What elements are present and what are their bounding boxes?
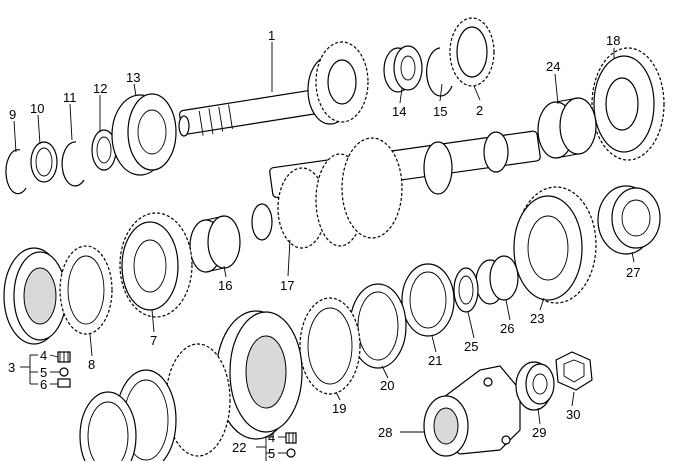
needle-bearing-26[interactable] bbox=[475, 255, 519, 305]
label-part-10: 10 bbox=[30, 101, 44, 116]
label-part-21: 21 bbox=[428, 353, 442, 368]
synchro-ring-19[interactable] bbox=[299, 297, 361, 395]
spring-4[interactable] bbox=[57, 351, 71, 363]
label-part-16: 16 bbox=[218, 278, 232, 293]
collar-nut-29[interactable] bbox=[515, 361, 555, 411]
label-part-11: 11 bbox=[63, 90, 77, 105]
label-part-22: 22 bbox=[232, 440, 246, 455]
ball-5-lower[interactable] bbox=[286, 448, 296, 458]
label-part-4-lower: 4 bbox=[268, 430, 275, 445]
ball-bearing-13[interactable] bbox=[111, 93, 177, 176]
circlip-9[interactable] bbox=[5, 149, 27, 195]
gear-23[interactable] bbox=[513, 186, 597, 304]
label-part-8: 8 bbox=[88, 357, 95, 372]
synchro-hub-3[interactable] bbox=[3, 247, 67, 345]
needle-bearing-16[interactable] bbox=[189, 215, 241, 273]
circlip-11[interactable] bbox=[61, 141, 85, 187]
label-part-2: 2 bbox=[476, 103, 483, 118]
ring-10[interactable] bbox=[30, 141, 58, 183]
label-part-18: 18 bbox=[606, 33, 620, 48]
synchro-ring-21[interactable] bbox=[401, 263, 455, 337]
circlip-15[interactable] bbox=[426, 47, 453, 97]
label-part-27: 27 bbox=[626, 265, 640, 280]
label-part-29: 29 bbox=[532, 425, 546, 440]
input-shaft[interactable] bbox=[178, 41, 369, 137]
synchro-ring-lower[interactable] bbox=[165, 343, 231, 457]
label-part-20: 20 bbox=[380, 378, 394, 393]
main-shaft-17[interactable] bbox=[251, 130, 541, 249]
label-part-9: 9 bbox=[9, 107, 16, 122]
label-part-5-lower: 5 bbox=[268, 446, 275, 461]
label-part-28: 28 bbox=[378, 425, 392, 440]
gear-7[interactable] bbox=[119, 212, 193, 318]
gear-18[interactable] bbox=[591, 47, 665, 161]
key-6[interactable] bbox=[57, 378, 71, 388]
label-part-15: 15 bbox=[433, 104, 447, 119]
synchro-hub-lower[interactable] bbox=[215, 310, 303, 440]
label-part-25: 25 bbox=[464, 339, 478, 354]
label-part-4: 4 bbox=[40, 348, 47, 363]
needle-bearing-24[interactable] bbox=[537, 97, 597, 159]
label-part-13: 13 bbox=[126, 70, 140, 85]
label-part-14: 14 bbox=[392, 104, 406, 119]
ring-25[interactable] bbox=[453, 267, 479, 313]
label-part-6: 6 bbox=[40, 377, 47, 392]
lock-plate-30[interactable] bbox=[555, 351, 593, 391]
label-part-26: 26 bbox=[500, 321, 514, 336]
label-part-24: 24 bbox=[546, 59, 560, 74]
label-part-17: 17 bbox=[280, 278, 294, 293]
spring-4-lower[interactable] bbox=[285, 432, 297, 444]
label-part-23: 23 bbox=[530, 311, 544, 326]
output-flange-28[interactable] bbox=[423, 365, 521, 457]
part-labels: 1 2 14 15 18 24 9 10 11 12 13 16 17 7 8 … bbox=[8, 28, 640, 461]
ball-5[interactable] bbox=[59, 367, 69, 377]
synchro-ring-2[interactable] bbox=[449, 17, 495, 87]
synchro-ring-8[interactable] bbox=[59, 245, 113, 335]
needle-bearing-14[interactable] bbox=[383, 45, 423, 93]
label-part-30: 30 bbox=[566, 407, 580, 422]
label-part-1: 1 bbox=[268, 28, 275, 43]
ball-bearing-27[interactable] bbox=[597, 185, 661, 255]
label-part-7: 7 bbox=[150, 333, 157, 348]
label-part-12: 12 bbox=[93, 81, 107, 96]
leader-lines bbox=[13, 42, 635, 461]
ring-lower-left-2[interactable] bbox=[79, 391, 137, 461]
label-part-5: 5 bbox=[40, 365, 47, 380]
label-part-3: 3 bbox=[8, 360, 15, 375]
label-part-19: 19 bbox=[332, 401, 346, 416]
